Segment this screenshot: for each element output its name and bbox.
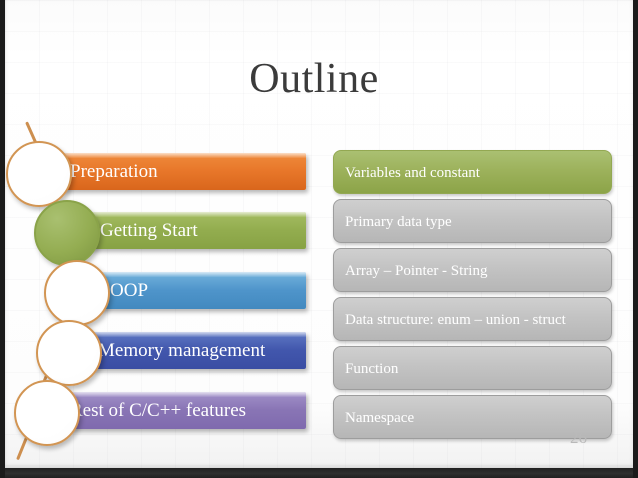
page-number: 26 xyxy=(570,428,587,447)
bar-highlight xyxy=(48,392,306,397)
topic-function[interactable]: Function xyxy=(333,346,612,390)
bar-highlight xyxy=(64,332,306,337)
outline-item-memory-management[interactable]: Memory management xyxy=(64,332,306,369)
bar-highlight xyxy=(58,212,306,217)
outline-step-circle-5[interactable] xyxy=(14,380,80,446)
topic-array-pointer-string[interactable]: Array – Pointer - String xyxy=(333,248,612,292)
outline-item-label: Memory management xyxy=(98,340,266,361)
topic-primary-data-type[interactable]: Primary data type xyxy=(333,199,612,243)
bar-highlight xyxy=(64,272,306,277)
topic-variables-and-constant[interactable]: Variables and constant xyxy=(333,150,612,194)
bar-highlight xyxy=(48,153,306,158)
outline-item-label: Preparation xyxy=(70,161,158,182)
outline-step-circle-3[interactable] xyxy=(44,260,110,326)
topic-namespace[interactable]: Namespace xyxy=(333,395,612,439)
outline-item-label: Rest of C/C++ features xyxy=(70,400,247,421)
topic-data-structure[interactable]: Data structure: enum – union - struct xyxy=(333,297,612,341)
outline-step-circle-2[interactable] xyxy=(34,200,100,266)
slide-title: Outline xyxy=(249,56,379,102)
outline-step-circle-4[interactable] xyxy=(36,320,102,386)
outline-step-circle-1[interactable] xyxy=(6,141,72,207)
outline-item-preparation[interactable]: Preparation xyxy=(48,153,306,190)
outline-item-label: OOP xyxy=(110,280,149,301)
outline-item-label: Getting Start xyxy=(100,220,198,241)
outline-item-rest-of-features[interactable]: Rest of C/C++ features xyxy=(48,392,306,429)
